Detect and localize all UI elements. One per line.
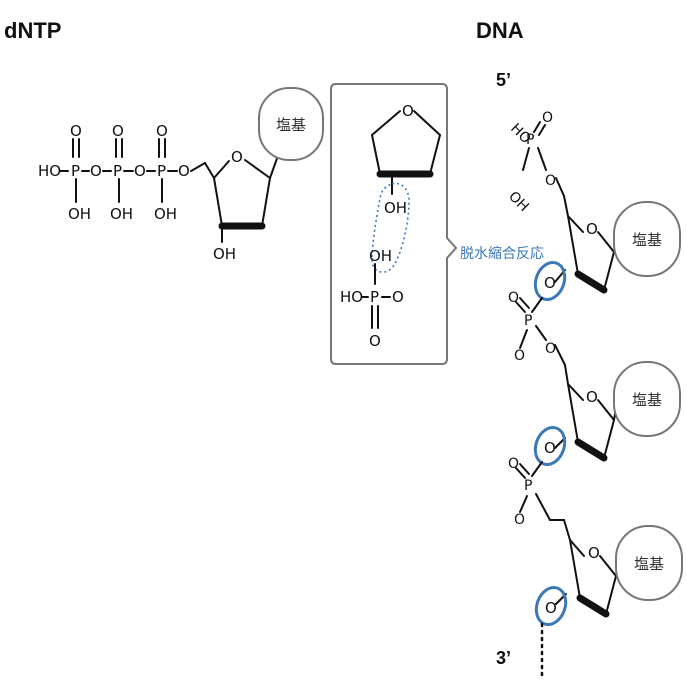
dntp-ring-o-label: O (231, 148, 243, 166)
dntp-ho-label: HO (38, 162, 61, 180)
dna-base-label-1: 塩基 (632, 231, 662, 249)
dna-5p-o-label: O (542, 110, 553, 126)
dna-p1-p-label: P (524, 313, 532, 329)
dna-5p-link-o-label: O (545, 173, 556, 189)
dntp-o-label: O (112, 122, 124, 140)
dna-p1-o-label: O (508, 290, 519, 306)
dna-p2-p-label: P (524, 478, 532, 494)
dntp-base-pill (258, 87, 324, 161)
inset-oh-dotted-highlight (371, 182, 410, 273)
phosphodiester-o-highlight-2 (533, 426, 567, 466)
dntp-p-label: P (113, 162, 122, 180)
dna-base-pill-2 (613, 361, 681, 437)
inset-sugar-oh-label: OH (384, 199, 407, 217)
inset-o-label: O (392, 288, 404, 306)
dntp-oh-label: OH (154, 205, 177, 223)
dna-heading: DNA (476, 18, 524, 43)
dna-ring-o-label: O (588, 544, 600, 562)
dntp-o-label: O (70, 122, 82, 140)
condensation-inset: O OH OH HO P O O (330, 83, 458, 365)
inset-callout-box (330, 83, 458, 365)
dna-p2-o-label: O (508, 456, 519, 472)
phosphodiester-o-highlight-3 (534, 586, 568, 626)
dna-p1-o-minus-label: O (514, 348, 525, 364)
dntp-o-label: O (178, 162, 190, 180)
dntp-structure: HO O P OH O O P OH O O P OH O (38, 87, 324, 263)
dntp-o-label: O (156, 122, 168, 140)
dna-base-pill-1 (613, 201, 681, 277)
dna-ring-o-label: O (586, 220, 598, 238)
inset-ring-o-label: O (402, 102, 414, 120)
dntp-p-label: P (157, 162, 166, 180)
dna-p1-link-o-label: O (545, 341, 556, 357)
dntp-base-label: 塩基 (276, 116, 306, 134)
dntp-o-label: O (90, 162, 102, 180)
dna-base-label-2: 塩基 (632, 391, 662, 409)
dntp-3oh-label: OH (213, 245, 236, 263)
five-prime-label: 5’ (496, 70, 511, 90)
dna-3o-label-2: O (544, 439, 556, 457)
dntp-o-label: O (134, 162, 146, 180)
dna-base-label-3: 塩基 (634, 555, 664, 573)
dna-p2-o-minus-label: O (514, 512, 525, 528)
dna-5p-oh-label: OH (505, 189, 532, 216)
inset-o-label: O (369, 332, 381, 350)
dna-base-pill-3 (615, 525, 683, 601)
dna-5p-p-label: P (526, 132, 534, 148)
dntp-oh-label: OH (110, 205, 133, 223)
three-prime-label: 3’ (496, 648, 511, 668)
dehydration-reaction-label: 脱水縮合反応 (460, 246, 544, 262)
dntp-p-label: P (71, 162, 80, 180)
inset-ho-label: HO (340, 288, 363, 306)
phosphodiester-o-highlight-1 (533, 261, 567, 301)
inset-phosphate-oh-label: OH (369, 247, 392, 265)
inset-p-label: P (370, 288, 379, 306)
dna-3o-label-1: O (544, 274, 556, 292)
dna-structure: HO P O OH O O 塩基 O O P O O (505, 110, 683, 678)
dntp-heading: dNTP (4, 18, 61, 43)
dna-ring-o-label: O (586, 388, 598, 406)
dntp-oh-label: OH (68, 205, 91, 223)
dna-3o-label-3: O (545, 599, 557, 617)
